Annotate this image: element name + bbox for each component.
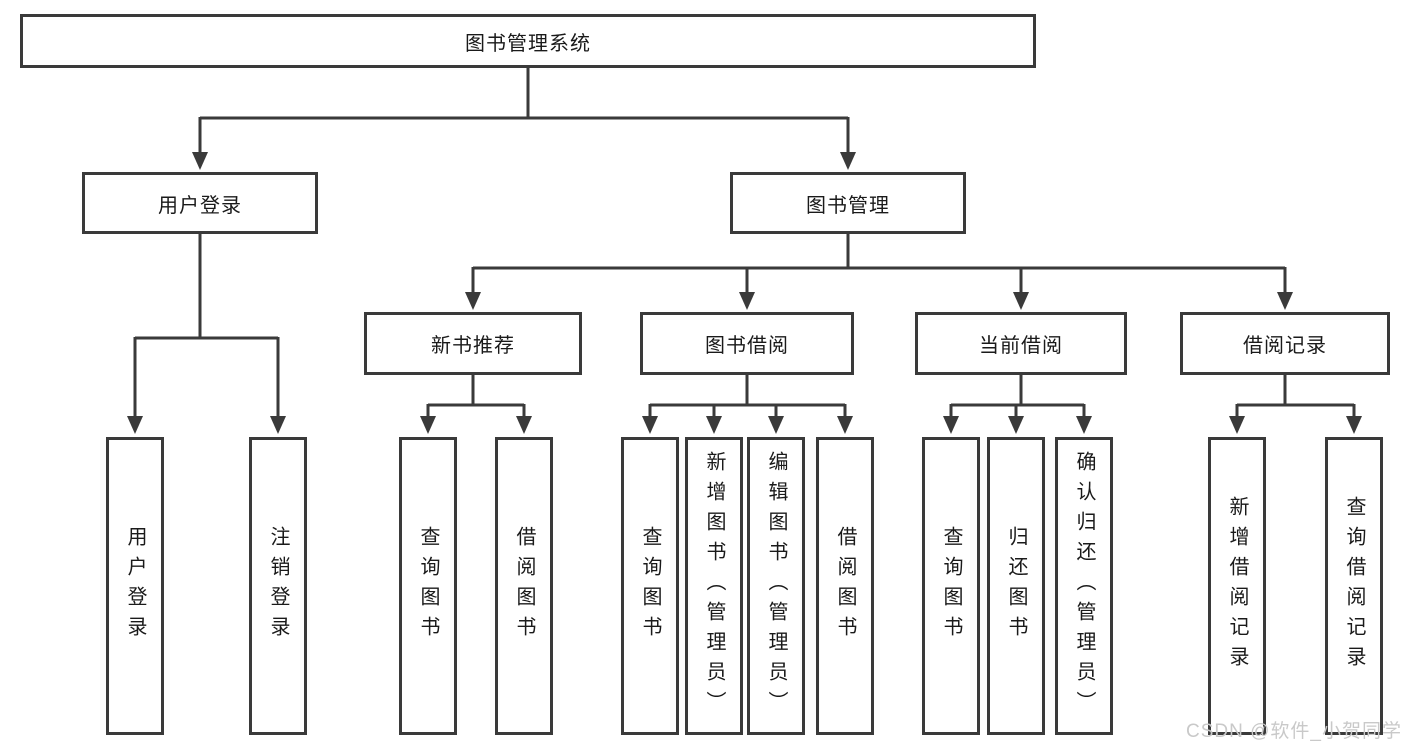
- arrow-down-icon: [1013, 292, 1029, 310]
- arrow-down-icon: [1346, 416, 1362, 434]
- arrow-down-icon: [837, 416, 853, 434]
- arrow-down-icon: [270, 416, 286, 434]
- arrow-down-icon: [516, 416, 532, 434]
- leaf-query-books-recommend: 查询图书: [399, 437, 457, 735]
- leaf-edit-book-admin: 编辑图书（管理员）: [747, 437, 805, 735]
- arrow-down-icon: [642, 416, 658, 434]
- leaf-user-login: 用户登录: [106, 437, 164, 735]
- leaf-return-book: 归还图书: [987, 437, 1045, 735]
- arrow-down-icon: [465, 292, 481, 310]
- arrow-down-icon: [1277, 292, 1293, 310]
- leaf-borrow-books-recommend: 借阅图书: [495, 437, 553, 735]
- arrow-down-icon: [192, 152, 208, 170]
- arrow-down-icon: [706, 416, 722, 434]
- leaf-query-books-borrowing: 查询图书: [621, 437, 679, 735]
- arrow-down-icon: [840, 152, 856, 170]
- watermark: CSDN @软件_小贺同学: [1186, 721, 1402, 742]
- arrow-down-icon: [739, 292, 755, 310]
- node-root-library-system: 图书管理系统: [20, 14, 1036, 68]
- node-current-borrowing: 当前借阅: [915, 312, 1127, 375]
- arrow-down-icon: [768, 416, 784, 434]
- leaf-logout: 注销登录: [249, 437, 307, 735]
- arrow-down-icon: [1008, 416, 1024, 434]
- leaf-query-borrow-record: 查询借阅记录: [1325, 437, 1383, 735]
- leaf-add-book-admin: 新增图书（管理员）: [685, 437, 743, 735]
- arrow-down-icon: [127, 416, 143, 434]
- leaf-confirm-return-admin: 确认归还（管理员）: [1055, 437, 1113, 735]
- leaf-query-books-current: 查询图书: [922, 437, 980, 735]
- node-book-borrowing: 图书借阅: [640, 312, 854, 375]
- leaf-add-borrow-record: 新增借阅记录: [1208, 437, 1266, 735]
- node-borrow-records: 借阅记录: [1180, 312, 1390, 375]
- arrow-down-icon: [1076, 416, 1092, 434]
- arrow-down-icon: [420, 416, 436, 434]
- node-new-book-recommend: 新书推荐: [364, 312, 582, 375]
- node-user-login: 用户登录: [82, 172, 318, 234]
- arrow-down-icon: [1229, 416, 1245, 434]
- node-book-management: 图书管理: [730, 172, 966, 234]
- leaf-borrow-books: 借阅图书: [816, 437, 874, 735]
- arrow-down-icon: [943, 416, 959, 434]
